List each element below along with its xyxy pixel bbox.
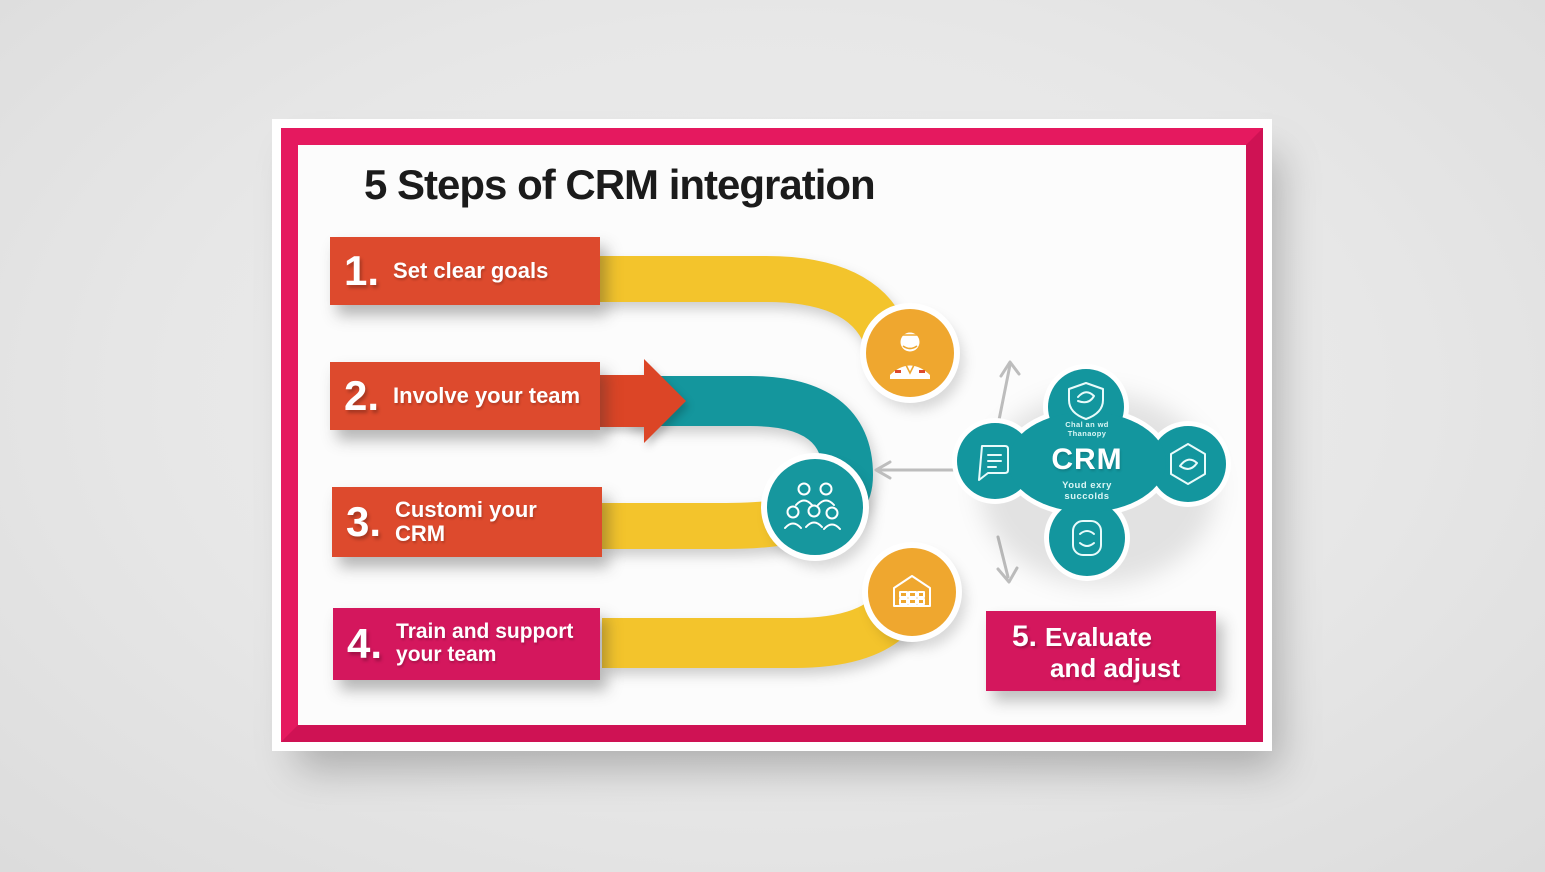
ribbon-step4-yellow [602, 583, 928, 668]
arrow-up-icon [996, 360, 1021, 427]
gray-arrows [874, 360, 1021, 584]
step-box-5: 5. Evaluate and adjust [986, 611, 1216, 691]
step-number: 3. [346, 498, 382, 545]
hub-subtext-line2: succolds [1064, 491, 1110, 502]
step-label: Train and support your team [396, 620, 574, 666]
step-label-line2: your team [396, 643, 497, 666]
step-number: 5. [1012, 619, 1038, 653]
step-label: Involve your team [393, 383, 581, 409]
page-title: 5 Steps of CRM integration [364, 161, 876, 208]
flow-diagram [600, 256, 1231, 668]
step-number: 4. [347, 620, 383, 667]
person-icon [890, 332, 930, 379]
hub-label: CRM [1051, 443, 1123, 476]
flow-ribbons [600, 256, 928, 668]
hub-body [957, 369, 1226, 576]
step-number: 2. [344, 372, 380, 419]
step-number: 1. [344, 247, 380, 294]
badge-certificate-icon [1072, 520, 1102, 556]
flow-nodes [761, 303, 966, 649]
hub-top-caption: Chal an wd Thanaopy [1047, 420, 1127, 438]
hub-top-caption-line2: Thanaopy [1067, 428, 1107, 438]
red-arrow-icon [600, 359, 686, 443]
step-box-1: 1. Set clear goals [330, 237, 600, 305]
step-label: Set clear goals [393, 258, 549, 284]
team-node [761, 453, 873, 568]
step-box-3: 3. Customi your CRM [332, 487, 602, 557]
step-box-4: 4. Train and support your team [333, 608, 600, 680]
step-box-2: 2. Involve your team [330, 362, 600, 430]
hub-subtext-line1: Youd exry [1062, 480, 1112, 491]
hub-subtext: Youd exry succolds [1027, 480, 1147, 502]
hub-label-block: CRM Youd exry succolds [1027, 443, 1147, 503]
infographic-canvas: 5 Steps of CRM integration 1. Set clear … [298, 145, 1246, 725]
arrow-down-icon [996, 535, 1019, 584]
company-node [862, 542, 966, 649]
infographic-card: 5 Steps of CRM integration 1. Set clear … [281, 128, 1263, 742]
step-label-line1: Evaluate [1045, 621, 1152, 652]
hub-top-caption-line1: Chal an wd [1065, 420, 1109, 429]
building-icon [893, 575, 931, 607]
crm-hub [952, 364, 1231, 581]
step-label-line1: Train and support [396, 620, 574, 644]
ribbon-step1-yellow [600, 256, 908, 347]
chat-document-icon [978, 445, 1009, 481]
step-label: Customi your CRM [395, 497, 537, 546]
arrow-left-icon [874, 460, 955, 480]
finance-shield-icon [1170, 443, 1206, 485]
consultant-node [860, 303, 964, 410]
step-label-line2: and adjust [1050, 652, 1181, 683]
shield-check-icon [1068, 382, 1104, 420]
team-icon [784, 482, 841, 530]
